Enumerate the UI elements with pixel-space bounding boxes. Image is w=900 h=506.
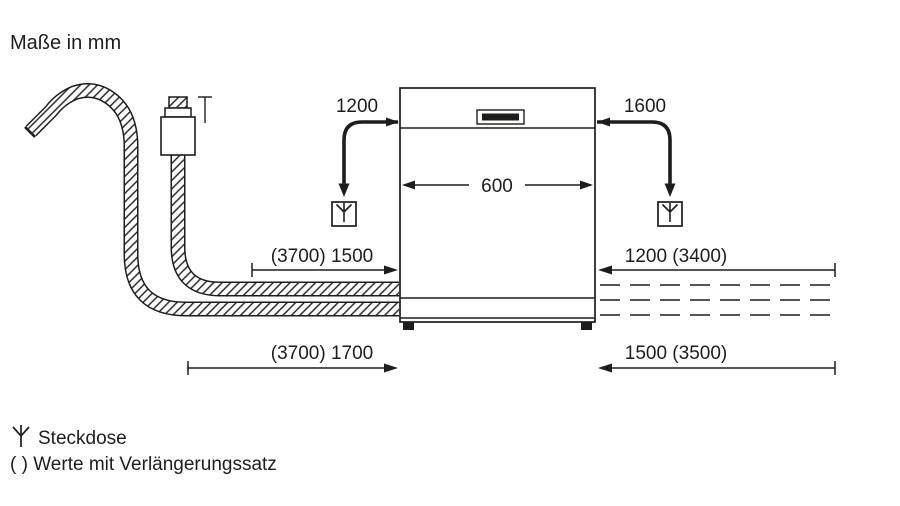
appliance-outline <box>399 87 596 323</box>
socket-icon <box>661 203 679 222</box>
right-row1-dimension: 1200 (3400) <box>598 246 836 277</box>
arrowhead-left-icon <box>597 117 610 127</box>
left-power-cord: 1200 <box>331 96 399 227</box>
legend-extension-note: ( ) Werte mit Verlängerungssatz <box>10 454 277 475</box>
legend: Steckdose ( ) Werte mit Verlängerungssat… <box>10 425 277 475</box>
left-row1-label: (3700) 1500 <box>271 246 373 267</box>
right-foot <box>581 322 592 330</box>
arrowhead-right-icon <box>386 117 399 127</box>
valve-flange <box>164 107 192 118</box>
dishwasher <box>399 87 596 330</box>
left-row2-label: (3700) 1700 <box>271 343 373 364</box>
valve-body <box>160 116 196 156</box>
label-mask <box>469 171 525 198</box>
arrowhead-left-icon <box>402 180 415 190</box>
drain-hose-corrugation <box>26 84 399 315</box>
arrowhead-right-icon <box>384 363 398 373</box>
left-row2-dimension: (3700) 1700 <box>187 343 398 375</box>
socket-icon <box>335 203 353 222</box>
supply-hose-corrugation <box>172 154 399 295</box>
left-cord-path <box>342 120 398 186</box>
arrowhead-right-icon <box>384 265 398 275</box>
arrowhead-down-icon <box>338 183 350 197</box>
width-dimension: 600 <box>402 171 593 198</box>
arrowhead-left-icon <box>598 265 612 275</box>
right-row2-dimension: 1500 (3500) <box>598 343 836 375</box>
tap-thread-icon <box>168 96 188 109</box>
drain-hose-outline <box>25 83 399 317</box>
supply-hose-outline <box>170 154 399 297</box>
right-cord-label: 1600 <box>624 96 666 117</box>
supply-hose <box>170 154 399 297</box>
display-icon <box>482 113 519 121</box>
arrowhead-down-icon <box>664 183 676 197</box>
arrowhead-right-icon <box>580 180 593 190</box>
left-row1-dimension: (3700) 1500 <box>251 246 398 277</box>
right-row1-label: 1200 (3400) <box>625 246 727 267</box>
right-row2-label: 1500 (3500) <box>625 343 727 364</box>
drain-hose <box>24 83 399 317</box>
page-title: Maße in mm <box>10 32 121 54</box>
arrowhead-left-icon <box>598 363 612 373</box>
right-cord-path <box>597 120 672 186</box>
socket-icon <box>12 425 30 447</box>
extension-hose-dashes <box>600 284 835 316</box>
drain-hose-end-cap <box>24 126 36 138</box>
width-label: 600 <box>481 176 513 197</box>
height-reference-mark <box>198 96 212 123</box>
legend-socket-label: Steckdose <box>38 428 127 449</box>
left-cord-label: 1200 <box>336 96 378 117</box>
left-foot <box>403 322 414 330</box>
aquastop-valve <box>160 96 196 156</box>
right-power-cord: 1600 <box>597 96 683 227</box>
